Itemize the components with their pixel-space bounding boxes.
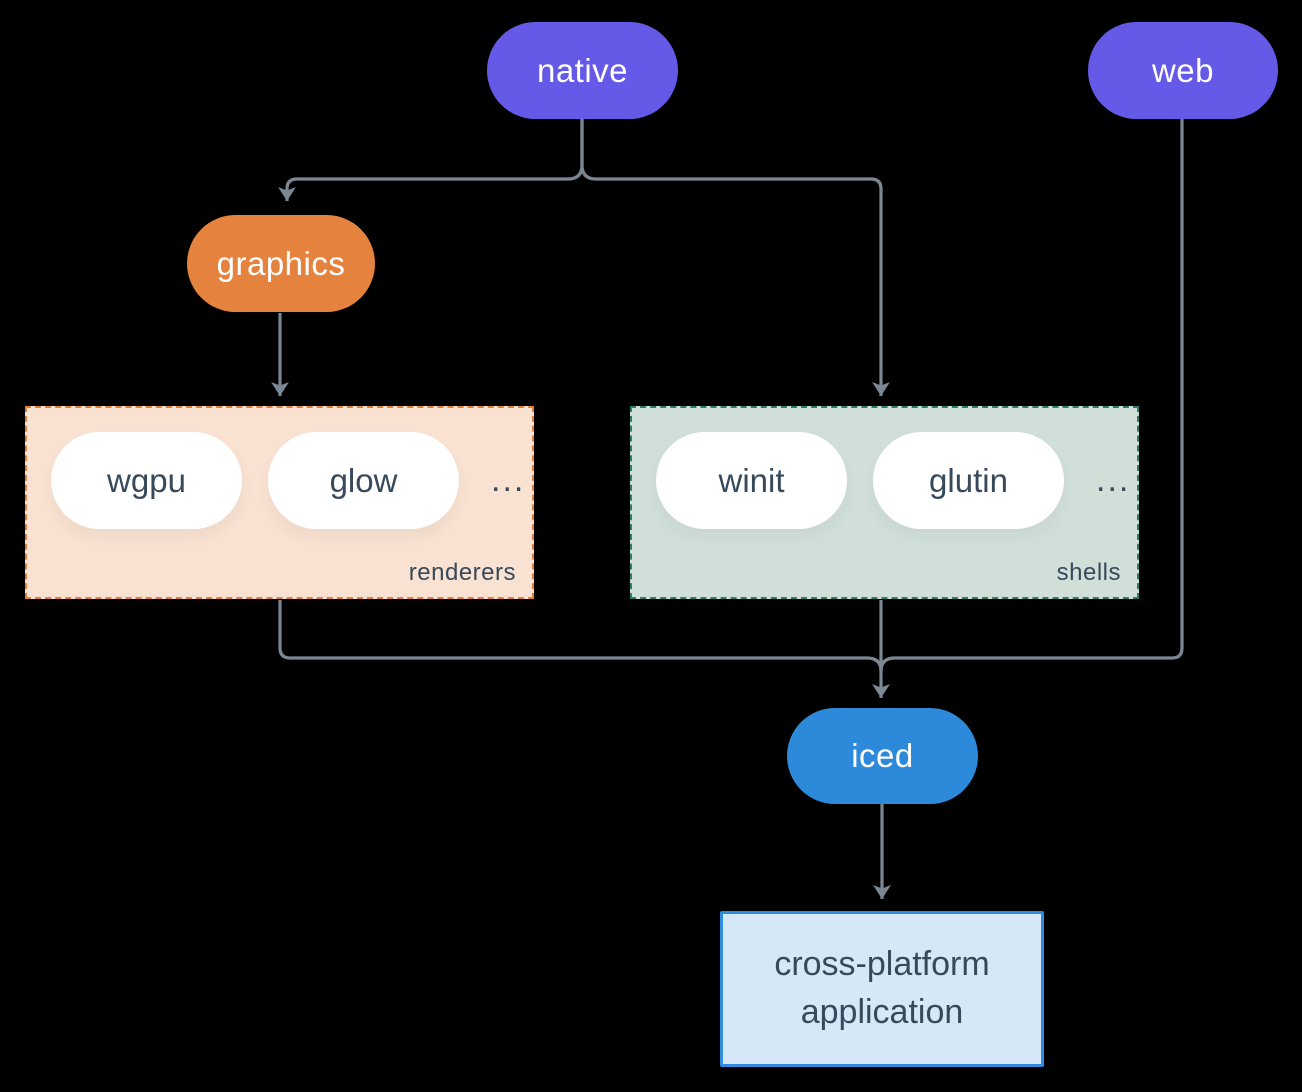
- node-cross-platform-application: cross-platform application: [720, 911, 1044, 1067]
- renderers-ellipsis: ...: [491, 461, 526, 499]
- application-label: cross-platform application: [774, 945, 990, 1031]
- node-winit-label: winit: [718, 461, 785, 499]
- edge-web-merge: [879, 119, 1184, 672]
- node-iced-label: iced: [851, 737, 914, 774]
- shells-ellipsis: ...: [1096, 461, 1131, 499]
- renderers-pill-row: wgpu glow ...: [27, 408, 532, 529]
- node-graphics-label: graphics: [216, 244, 346, 282]
- node-glutin: glutin: [873, 432, 1064, 529]
- node-wgpu: wgpu: [51, 432, 242, 529]
- node-glow-label: glow: [329, 461, 398, 499]
- edge-native-graphics: [278, 119, 584, 201]
- node-native: native: [487, 22, 678, 119]
- edge-renderers-merge: [278, 600, 883, 672]
- node-iced: iced: [787, 708, 978, 804]
- edge-native-shells: [580, 119, 890, 396]
- group-shells: winit glutin ... shells: [630, 406, 1139, 599]
- node-glutin-label: glutin: [929, 461, 1008, 499]
- shells-group-label: shells: [1056, 559, 1121, 586]
- shells-pill-row: winit glutin ...: [632, 408, 1137, 529]
- renderers-group-label: renderers: [408, 559, 516, 586]
- node-winit: winit: [656, 432, 847, 529]
- group-renderers: wgpu glow ... renderers: [25, 406, 534, 599]
- node-web-label: web: [1151, 51, 1215, 89]
- node-graphics: graphics: [187, 215, 375, 312]
- node-wgpu-label: wgpu: [107, 461, 186, 499]
- node-web: web: [1088, 22, 1278, 119]
- node-glow: glow: [268, 432, 459, 529]
- node-native-label: native: [536, 51, 629, 89]
